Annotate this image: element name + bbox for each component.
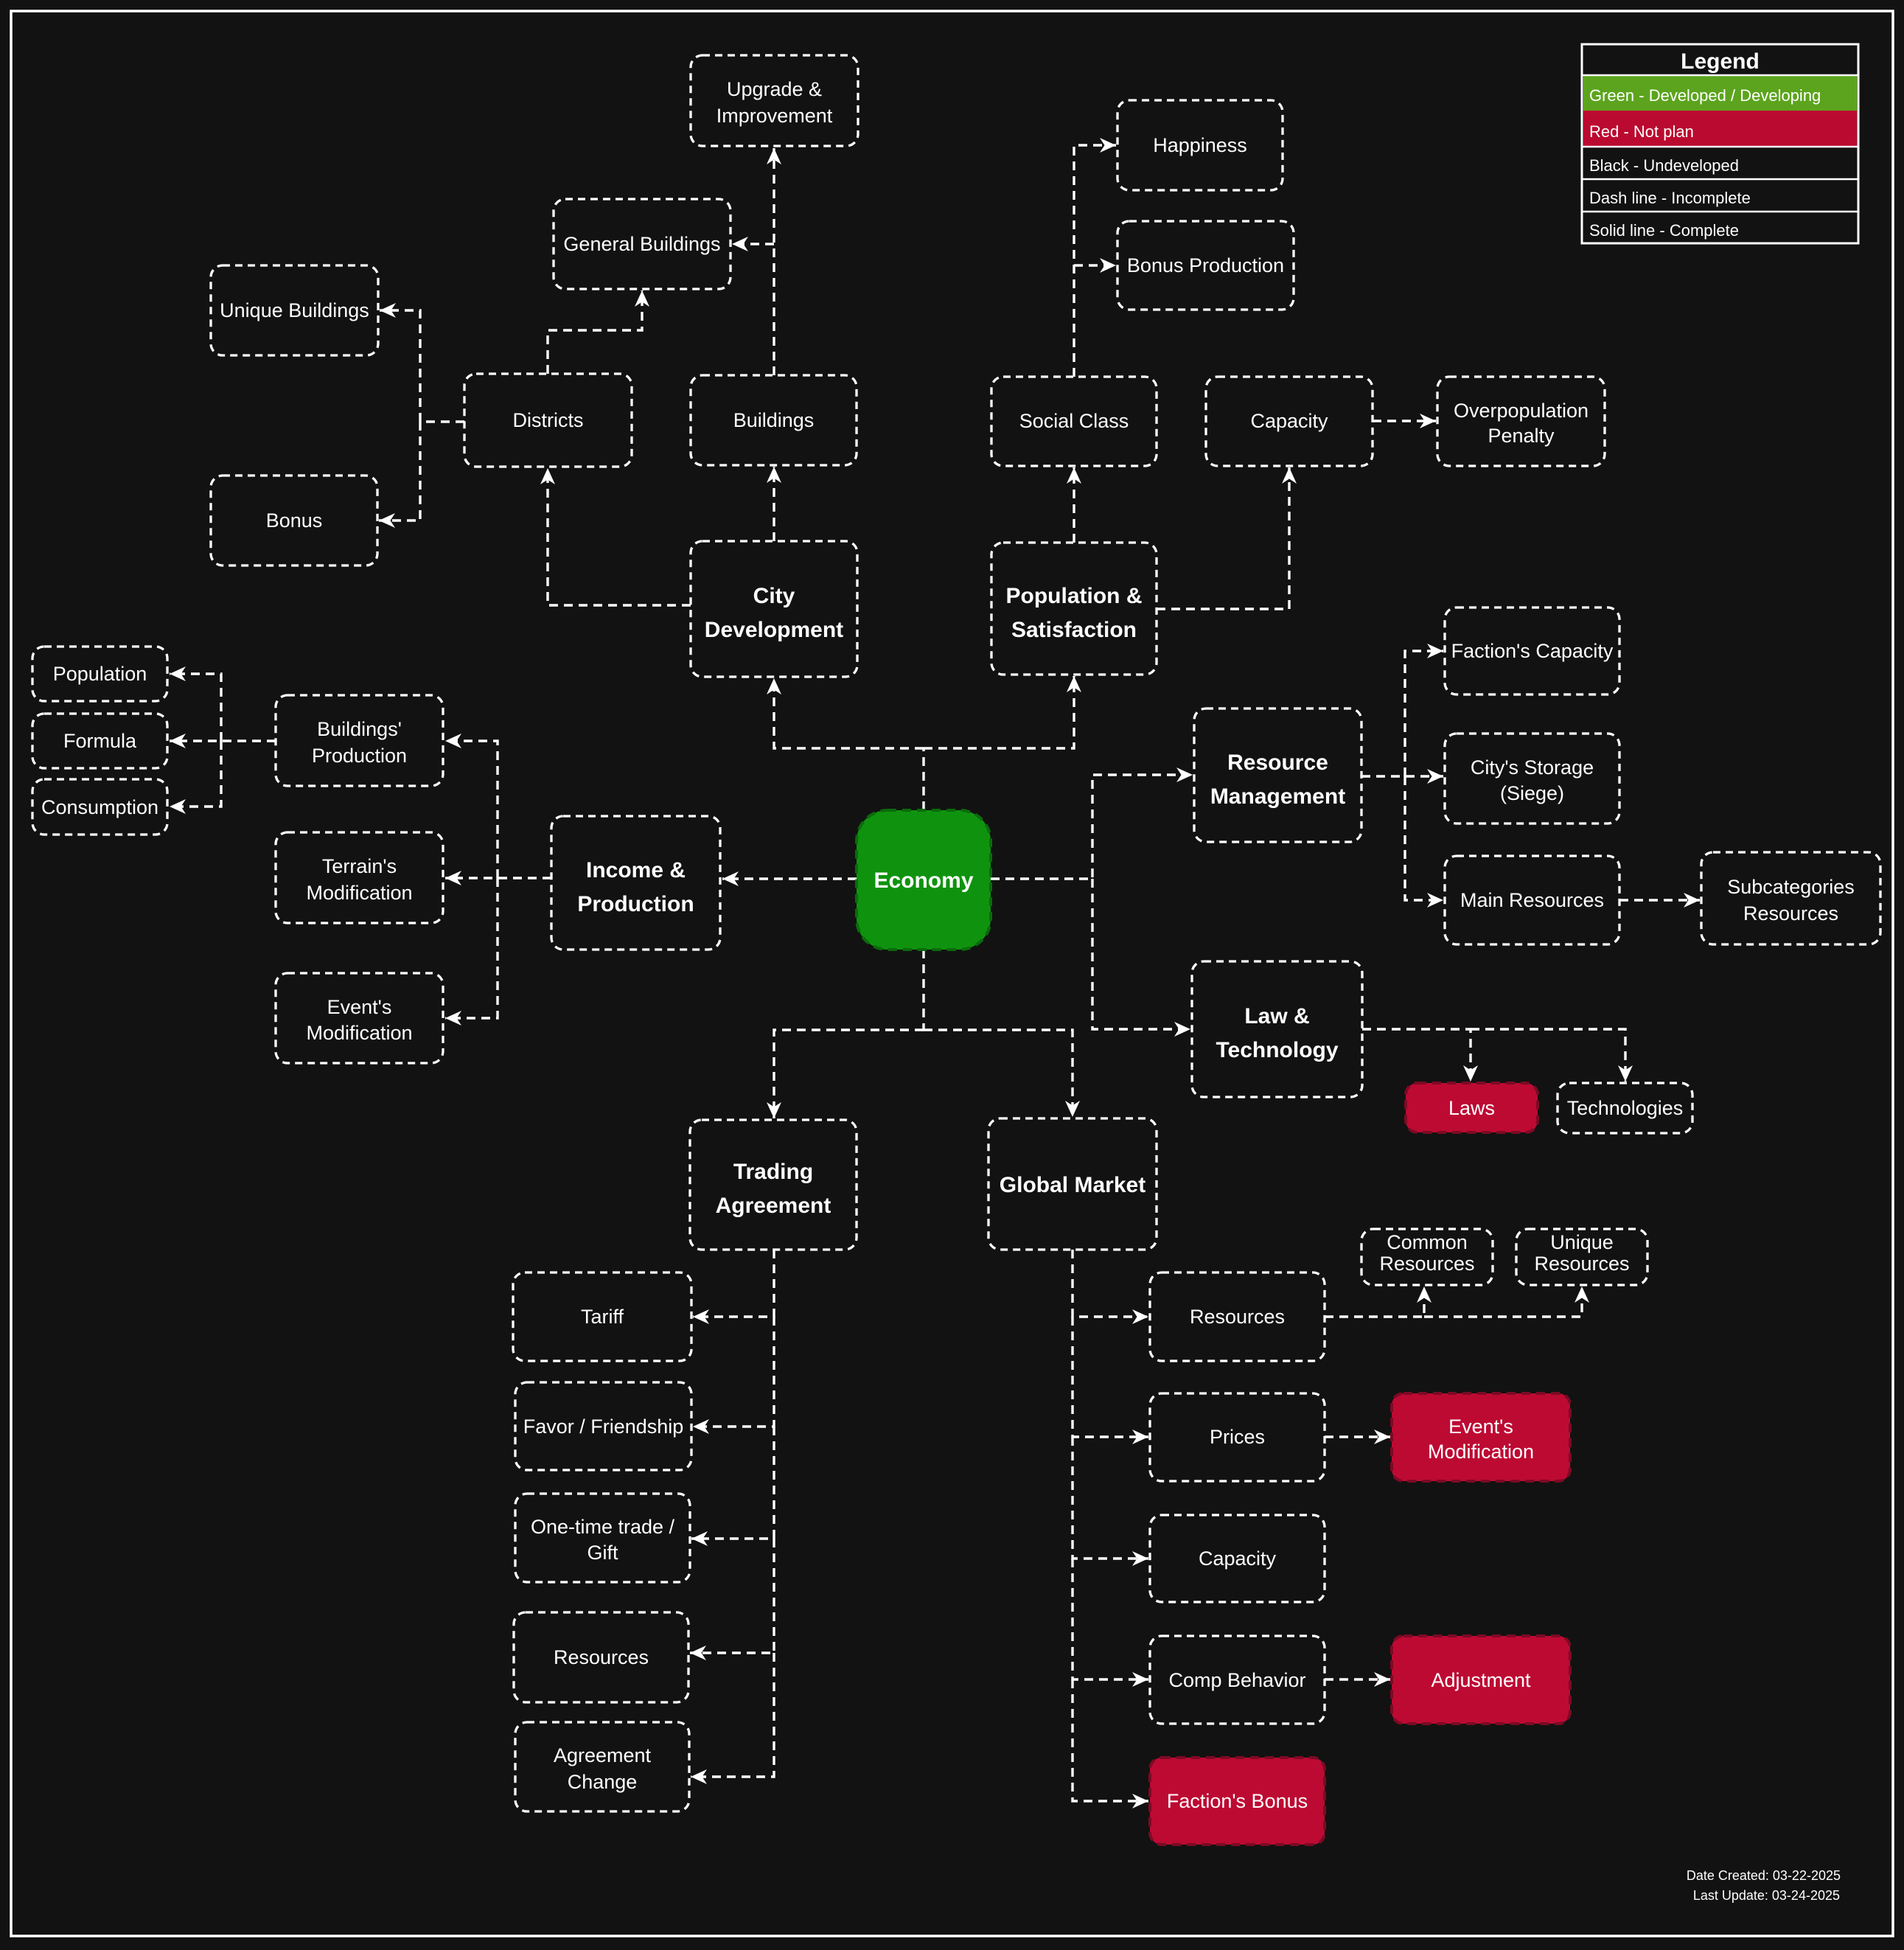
svg-text:Population &: Population & [1006, 584, 1143, 608]
svg-text:Dash line - Incomplete: Dash line - Incomplete [1589, 189, 1751, 207]
svg-text:Faction's Bonus: Faction's Bonus [1167, 1790, 1308, 1812]
svg-text:Resources: Resources [554, 1646, 649, 1668]
svg-text:Law &: Law & [1244, 1004, 1309, 1028]
svg-text:Tariff: Tariff [581, 1306, 624, 1328]
svg-text:Comp Behavior: Comp Behavior [1168, 1669, 1305, 1691]
svg-text:Consumption: Consumption [41, 796, 158, 818]
svg-text:Common: Common [1387, 1231, 1468, 1253]
svg-text:Event's: Event's [1448, 1416, 1513, 1438]
svg-text:Social Class: Social Class [1019, 410, 1129, 432]
svg-text:Happiness: Happiness [1153, 134, 1247, 156]
svg-text:Black - Undeveloped: Black - Undeveloped [1589, 156, 1739, 175]
svg-text:Penalty: Penalty [1488, 425, 1555, 447]
svg-text:Bonus: Bonus [266, 509, 323, 532]
svg-text:Population: Population [53, 663, 147, 685]
svg-text:Terrain's: Terrain's [322, 855, 397, 877]
svg-text:Economy: Economy [873, 868, 973, 893]
svg-text:Buildings': Buildings' [317, 718, 402, 740]
svg-text:Production: Production [577, 892, 694, 916]
svg-text:Red - Not plan: Red - Not plan [1589, 122, 1694, 141]
svg-text:Gift: Gift [587, 1542, 618, 1564]
svg-text:Prices: Prices [1210, 1426, 1265, 1448]
svg-text:Agreement: Agreement [554, 1744, 652, 1766]
svg-text:Formula: Formula [63, 730, 137, 752]
svg-text:Production: Production [312, 745, 407, 767]
svg-text:Unique Buildings: Unique Buildings [220, 299, 369, 321]
svg-text:Last Update: 03-24-2025: Last Update: 03-24-2025 [1693, 1888, 1840, 1903]
svg-text:Resources: Resources [1743, 902, 1838, 924]
svg-text:Income &: Income & [586, 858, 686, 882]
svg-text:Faction's Capacity: Faction's Capacity [1451, 640, 1614, 662]
svg-text:General Buildings: General Buildings [563, 233, 720, 255]
svg-text:Change: Change [568, 1771, 638, 1793]
svg-text:City's Storage: City's Storage [1471, 756, 1594, 779]
svg-text:(Siege): (Siege) [1500, 782, 1564, 804]
svg-text:Event's: Event's [327, 996, 392, 1018]
svg-text:Laws: Laws [1448, 1097, 1495, 1119]
svg-text:One-time trade /: One-time trade / [531, 1516, 675, 1538]
svg-text:Resource: Resource [1227, 751, 1328, 775]
svg-text:Technology: Technology [1216, 1038, 1338, 1062]
svg-text:Districts: Districts [513, 409, 584, 431]
svg-text:Adjustment: Adjustment [1431, 1669, 1531, 1691]
svg-text:Improvement: Improvement [716, 105, 833, 127]
svg-text:Satisfaction: Satisfaction [1011, 618, 1137, 642]
svg-text:Date Created: 03-22-2025: Date Created: 03-22-2025 [1687, 1868, 1841, 1883]
svg-text:Capacity: Capacity [1250, 410, 1328, 432]
svg-text:Modification: Modification [1428, 1441, 1534, 1463]
svg-text:Resources: Resources [1190, 1306, 1285, 1328]
svg-text:Global Market: Global Market [1000, 1173, 1145, 1197]
svg-text:Legend: Legend [1681, 49, 1760, 74]
svg-text:Subcategories: Subcategories [1727, 876, 1855, 898]
svg-text:City: City [753, 584, 795, 608]
svg-text:Modification: Modification [306, 1022, 412, 1044]
svg-text:Favor / Friendship: Favor / Friendship [523, 1416, 684, 1438]
svg-text:Agreement: Agreement [716, 1194, 831, 1218]
svg-text:Upgrade &: Upgrade & [727, 78, 822, 100]
svg-text:Technologies: Technologies [1567, 1097, 1684, 1119]
svg-text:Main Resources: Main Resources [1460, 889, 1604, 911]
svg-text:Unique: Unique [1550, 1231, 1614, 1253]
svg-text:Solid line - Complete: Solid line - Complete [1589, 221, 1739, 240]
svg-text:Green - Developed / Developing: Green - Developed / Developing [1589, 86, 1821, 105]
svg-text:Bonus Production: Bonus Production [1127, 254, 1284, 276]
svg-text:Development: Development [705, 618, 843, 642]
svg-text:Modification: Modification [306, 882, 412, 904]
svg-text:Resources: Resources [1379, 1253, 1474, 1275]
svg-text:Management: Management [1210, 784, 1345, 809]
svg-text:Resources: Resources [1534, 1253, 1629, 1275]
svg-text:Buildings: Buildings [733, 409, 815, 431]
svg-text:Overpopulation: Overpopulation [1454, 400, 1589, 422]
svg-text:Capacity: Capacity [1199, 1547, 1277, 1570]
svg-text:Trading: Trading [733, 1160, 813, 1184]
